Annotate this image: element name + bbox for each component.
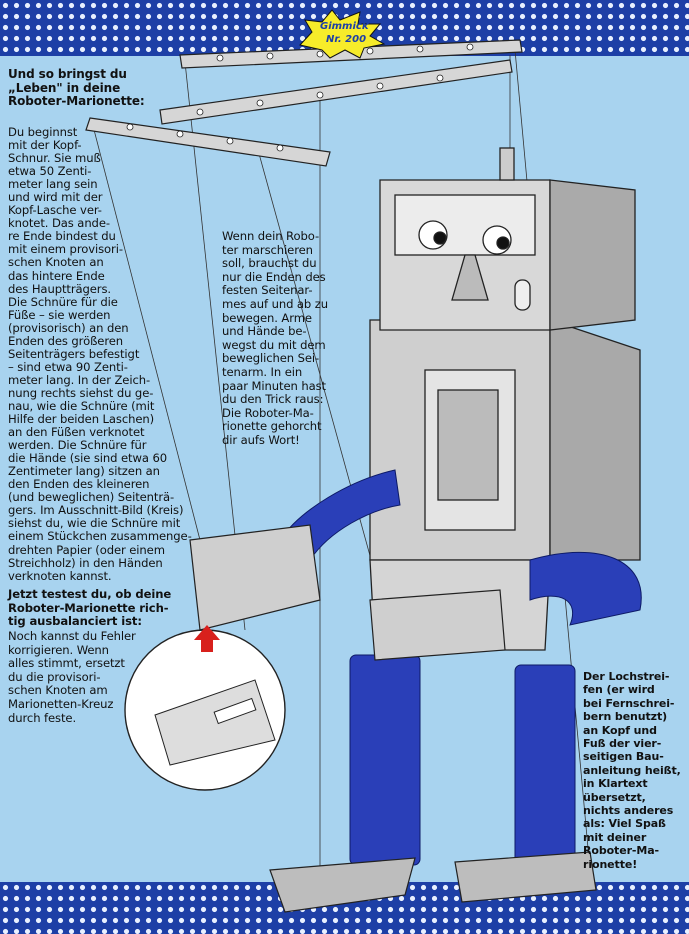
intro-heading: Und so bringst du „Leben" in deine Robot… <box>8 67 145 108</box>
intro-body: Du beginnst mit der Kopf- Schnur. Sie mu… <box>8 125 192 583</box>
up-arrow-icon <box>194 625 220 652</box>
test-body: Noch kannst du Fehler korrigieren. Wenn … <box>8 629 136 725</box>
cross-bar-holes <box>126 43 474 152</box>
gimmick-badge: Gimmick Nr. 200 <box>296 10 386 56</box>
marionette-cross <box>85 39 523 167</box>
badge-line2: Nr. 200 <box>326 34 367 45</box>
robot-feet <box>269 851 597 913</box>
side-body: Der Lochstrei- fen (er wird bei Fernschr… <box>583 670 681 871</box>
robot-legs <box>349 654 576 866</box>
test-heading: Jetzt testest du, ob deine Roboter-Mario… <box>8 587 172 629</box>
robot-head <box>379 147 636 331</box>
detail-circle <box>124 629 286 791</box>
robot-hands <box>189 524 506 661</box>
badge-star <box>299 9 386 59</box>
middle-body: Wenn dein Robo- ter marschieren soll, br… <box>222 229 328 447</box>
badge-line1: Gimmick <box>320 21 369 32</box>
